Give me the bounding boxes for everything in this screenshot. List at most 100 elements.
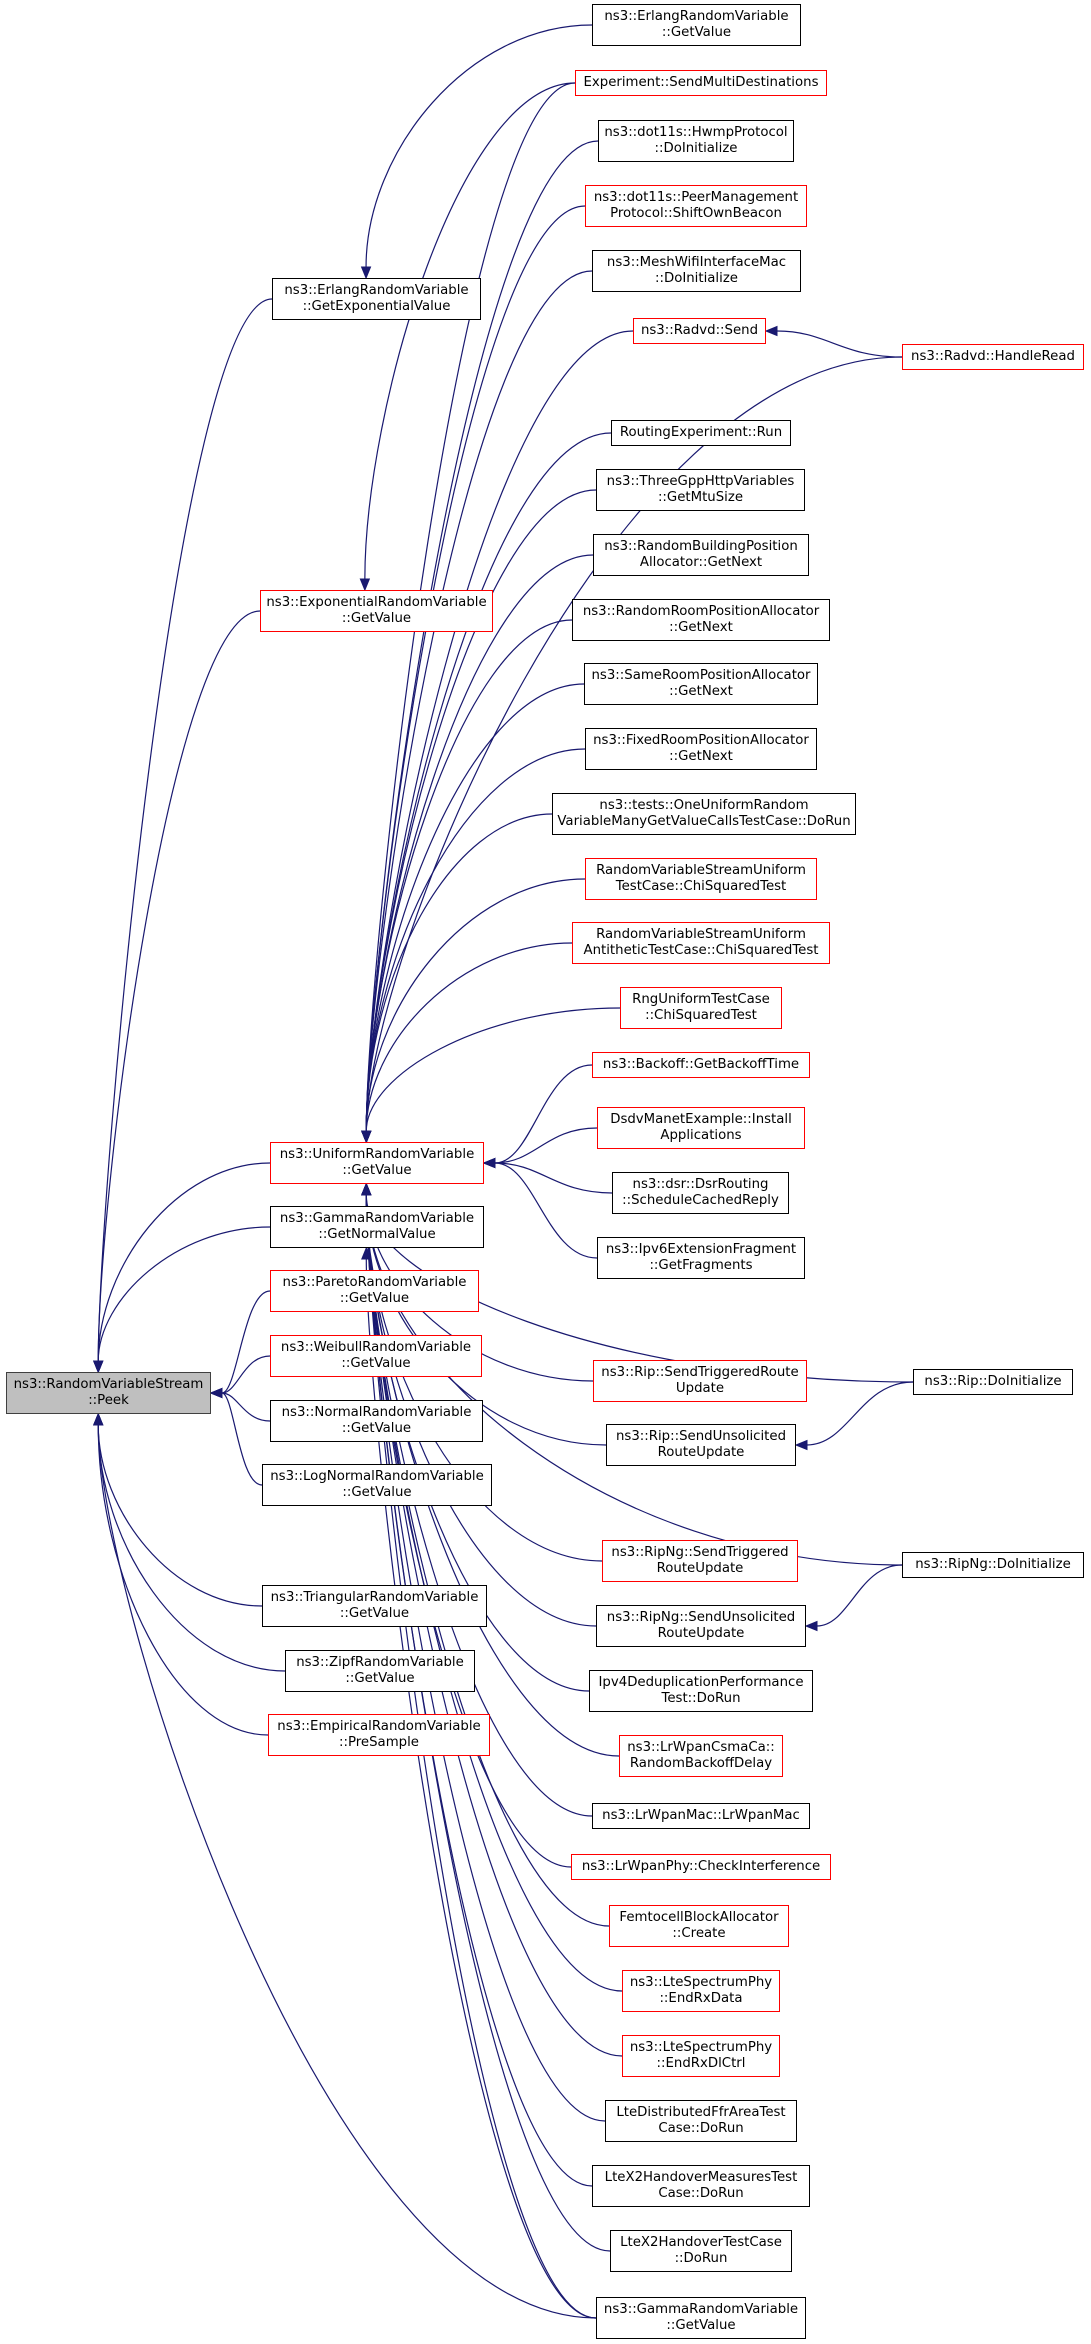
arrowhead bbox=[360, 266, 372, 280]
node-lognormal-getvalue[interactable]: ns3::LogNormalRandomVariable::GetValue bbox=[262, 1464, 492, 1506]
node-label-line: ::GetNext bbox=[669, 684, 733, 699]
node-ltex2ho-dorun[interactable]: LteX2HandoverTestCase::DoRun bbox=[610, 2230, 792, 2272]
edge-gamma_getnormal-to-peek bbox=[97, 1226, 271, 1362]
node-dsr-schedule[interactable]: ns3::dsr::DsrRouting::ScheduleCachedRepl… bbox=[612, 1172, 789, 1214]
node-label-line: ns3::ErlangRandomVariable bbox=[284, 283, 469, 298]
node-label-line: ns3::ExponentialRandomVariable bbox=[266, 595, 487, 610]
node-sameroom-getnext[interactable]: ns3::SameRoomPositionAllocator::GetNext bbox=[584, 663, 818, 705]
arrowhead bbox=[359, 578, 371, 592]
node-label-line: LteDistributedFfrAreaTest bbox=[616, 2105, 786, 2120]
node-randroom-getnext[interactable]: ns3::RandomRoomPositionAllocator::GetNex… bbox=[572, 599, 830, 641]
node-radvd-handleread[interactable]: ns3::Radvd::HandleRead bbox=[902, 344, 1084, 370]
node-ltespec-endrxdlctrl[interactable]: ns3::LteSpectrumPhy::EndRxDlCtrl bbox=[622, 2035, 780, 2077]
arrowhead bbox=[482, 1157, 496, 1169]
node-pareto-getvalue[interactable]: ns3::ParetoRandomVariable::GetValue bbox=[270, 1270, 479, 1312]
node-label-line: ::DoInitialize bbox=[655, 271, 738, 286]
node-label-line: ::GetValue bbox=[342, 1163, 412, 1178]
edge-oneuniform_dorun-to-uniform_getvalue bbox=[365, 813, 553, 1132]
node-label-line: ns3::Radvd::HandleRead bbox=[911, 349, 1075, 364]
node-label-line: ns3::MeshWifiInterfaceMac bbox=[606, 255, 787, 270]
node-weibull-getvalue[interactable]: ns3::WeibullRandomVariable::GetValue bbox=[270, 1335, 482, 1377]
node-label-line: ns3::Backoff::GetBackoffTime bbox=[602, 1057, 800, 1072]
node-ripng-doinit[interactable]: ns3::RipNg::DoInitialize bbox=[902, 1552, 1084, 1578]
edge-peermgmt_shift-to-uniform_getvalue bbox=[365, 205, 586, 1132]
node-fixedroom-getnext[interactable]: ns3::FixedRoomPositionAllocator::GetNext bbox=[585, 728, 817, 770]
edge-exponential_getvalue-to-peek bbox=[97, 610, 261, 1362]
node-label-line: Test::DoRun bbox=[661, 1691, 741, 1706]
node-exp-sendmulti[interactable]: Experiment::SendMultiDestinations bbox=[575, 70, 827, 96]
edge-radvd_handleread-to-uniform_getvalue bbox=[365, 356, 903, 1132]
node-backoff-get[interactable]: ns3::Backoff::GetBackoffTime bbox=[592, 1052, 810, 1078]
node-ltespec-endrxdata[interactable]: ns3::LteSpectrumPhy::EndRxData bbox=[622, 1970, 780, 2012]
node-label-line: ns3::RandomRoomPositionAllocator bbox=[582, 604, 820, 619]
node-label-line: ::GetValue bbox=[341, 611, 412, 626]
node-label-line: VariableManyGetValueCallsTestCase::DoRun bbox=[557, 814, 851, 829]
node-gamma-getvalue[interactable]: ns3::GammaRandomVariable::GetValue bbox=[596, 2297, 806, 2339]
node-triangular-getvalue[interactable]: ns3::TriangularRandomVariable::GetValue bbox=[262, 1585, 487, 1627]
node-empirical-presample[interactable]: ns3::EmpiricalRandomVariable::PreSample bbox=[268, 1714, 490, 1756]
node-label-line: Case::DoRun bbox=[658, 2186, 744, 2201]
edge-ipv6frag_get-to-uniform_getvalue bbox=[494, 1162, 598, 1259]
node-label-line: RouteUpdate bbox=[656, 1561, 744, 1576]
node-routingexp-run[interactable]: RoutingExperiment::Run bbox=[611, 420, 791, 446]
node-label-line: RouteUpdate bbox=[657, 1626, 745, 1641]
node-rnguniform-chisq[interactable]: RngUniformTestCase::ChiSquaredTest bbox=[620, 987, 782, 1029]
node-label-line: ns3::Rip::SendUnsolicited bbox=[615, 1429, 787, 1444]
node-label-line: ns3::tests::OneUniformRandom bbox=[599, 798, 809, 813]
node-lrwpanmac-ctor[interactable]: ns3::LrWpanMac::LrWpanMac bbox=[592, 1803, 810, 1829]
arrowhead bbox=[93, 1412, 104, 1426]
node-label-line: ::GetValue bbox=[341, 1421, 412, 1436]
node-label-line: ns3::ErlangRandomVariable bbox=[604, 9, 789, 24]
node-erlang-getexp[interactable]: ns3::ErlangRandomVariable::GetExponentia… bbox=[272, 278, 481, 320]
node-label-line: ::EndRxDlCtrl bbox=[656, 2056, 746, 2071]
edge-randbuilding_getnext-to-uniform_getvalue bbox=[365, 554, 594, 1132]
node-label-line: Ipv4DeduplicationPerformance bbox=[598, 1675, 804, 1690]
edge-weibull_getvalue-to-peek bbox=[221, 1355, 271, 1394]
node-zipf-getvalue[interactable]: ns3::ZipfRandomVariable::GetValue bbox=[285, 1650, 475, 1692]
node-label-line: ns3::UniformRandomVariable bbox=[279, 1147, 475, 1162]
node-ipv6frag-get[interactable]: ns3::Ipv6ExtensionFragment::GetFragments bbox=[597, 1237, 805, 1279]
node-label-line: ::Peek bbox=[88, 1393, 129, 1408]
node-label-line: Allocator::GetNext bbox=[639, 555, 763, 570]
node-hwmp-doinit[interactable]: ns3::dot11s::HwmpProtocol::DoInitialize bbox=[598, 120, 794, 162]
node-femtocell-create[interactable]: FemtocellBlockAllocator::Create bbox=[609, 1905, 789, 1947]
node-erlang-getvalue[interactable]: ns3::ErlangRandomVariable::GetValue bbox=[592, 4, 801, 46]
edge-gamma_getvalue-to-uniform_getvalue bbox=[365, 1194, 597, 2319]
node-exponential-getvalue[interactable]: ns3::ExponentialRandomVariable::GetValue bbox=[260, 590, 493, 632]
node-label-line: ns3::GammaRandomVariable bbox=[603, 2302, 799, 2317]
node-label-line: ::GetFragments bbox=[649, 1258, 753, 1273]
edge-normal_getvalue-to-peek bbox=[221, 1392, 271, 1422]
arrowhead bbox=[794, 1439, 808, 1451]
node-label-line: ns3::TriangularRandomVariable bbox=[270, 1590, 479, 1605]
node-label-line: ns3::LrWpanMac::LrWpanMac bbox=[602, 1808, 800, 1823]
node-lrwpancsma-delay[interactable]: ns3::LrWpanCsmaCa::RandomBackoffDelay bbox=[619, 1735, 783, 1777]
node-gamma-getnormal[interactable]: ns3::GammaRandomVariable::GetNormalValue bbox=[270, 1206, 484, 1248]
arrowhead bbox=[764, 325, 778, 337]
node-meshwifi-doinit[interactable]: ns3::MeshWifiInterfaceMac::DoInitialize bbox=[592, 250, 801, 292]
node-rip-doinit[interactable]: ns3::Rip::DoInitialize bbox=[913, 1369, 1073, 1395]
node-label-line: ::GetNext bbox=[669, 749, 733, 764]
node-threegpp-getmtu[interactable]: ns3::ThreeGppHttpVariables::GetMtuSize bbox=[596, 469, 805, 511]
node-uniform-getvalue[interactable]: ns3::UniformRandomVariable::GetValue bbox=[270, 1142, 484, 1184]
node-label-line: RandomVariableStreamUniform bbox=[596, 927, 806, 942]
node-label-line: ::ScheduleCachedReply bbox=[622, 1193, 779, 1208]
node-normal-getvalue[interactable]: ns3::NormalRandomVariable::GetValue bbox=[270, 1400, 483, 1442]
edge-ripng_doinit-to-ripng_sendunsolicited bbox=[816, 1564, 903, 1627]
edge-erlang_getexp-to-peek bbox=[97, 298, 273, 1362]
node-label-line: Update bbox=[675, 1381, 725, 1396]
node-radvd-send[interactable]: ns3::Radvd::Send bbox=[633, 318, 766, 344]
node-lrwpanphy-check[interactable]: ns3::LrWpanPhy::CheckInterference bbox=[571, 1854, 831, 1880]
